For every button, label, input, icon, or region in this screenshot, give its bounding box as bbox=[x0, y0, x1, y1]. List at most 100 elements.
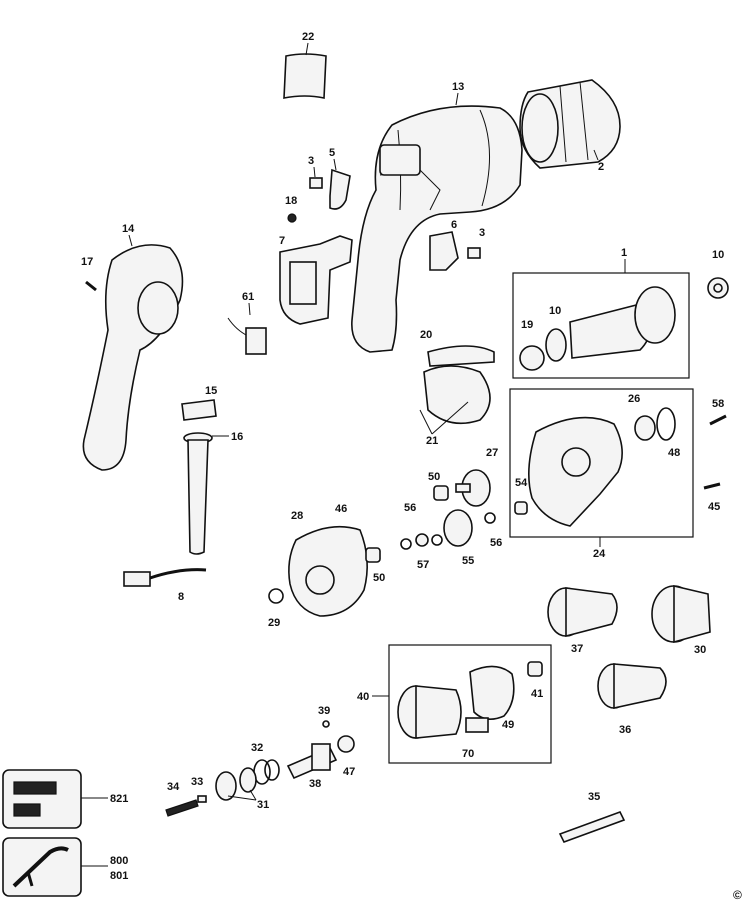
label-57: 57 bbox=[417, 559, 429, 571]
part-800-grease-tube bbox=[2, 837, 82, 897]
part-33-pin bbox=[197, 795, 207, 803]
label-22: 22 bbox=[302, 31, 314, 43]
label-27: 27 bbox=[486, 447, 498, 459]
part-45-screw bbox=[703, 482, 721, 490]
part-31-washers bbox=[215, 767, 257, 801]
part-6-brush-holder-right bbox=[429, 231, 459, 271]
part-36-nose-cone bbox=[597, 663, 667, 709]
label-10-inner: 10 bbox=[549, 305, 561, 317]
part-37-nose-cone bbox=[547, 587, 618, 638]
part-55-gear bbox=[443, 509, 473, 547]
label-8: 8 bbox=[178, 591, 184, 603]
label-47: 47 bbox=[343, 766, 355, 778]
label-19: 19 bbox=[521, 319, 533, 331]
label-30: 30 bbox=[694, 644, 706, 656]
part-22-label-sheet bbox=[283, 53, 327, 99]
label-36: 36 bbox=[619, 724, 631, 736]
label-50-top: 50 bbox=[428, 471, 440, 483]
part-48-ring bbox=[656, 407, 676, 441]
part-10-bearing bbox=[707, 277, 729, 299]
part-3-brush-right bbox=[467, 247, 481, 259]
label-10-outer: 10 bbox=[712, 249, 724, 261]
label-31: 31 bbox=[257, 799, 269, 811]
part-32-rings bbox=[253, 759, 280, 785]
part-41-bearing bbox=[527, 661, 543, 677]
part-56-washers bbox=[400, 512, 496, 550]
label-35: 35 bbox=[588, 791, 600, 803]
label-26: 26 bbox=[628, 393, 640, 405]
part-50-bearing-bottom bbox=[365, 547, 381, 563]
label-28: 28 bbox=[291, 510, 303, 522]
part-28-gear-case bbox=[288, 525, 368, 617]
group-1-box bbox=[512, 272, 690, 379]
label-46: 46 bbox=[335, 503, 347, 515]
label-50-bottom: 50 bbox=[373, 572, 385, 584]
label-20: 20 bbox=[420, 329, 432, 341]
part-47-nut bbox=[337, 735, 355, 753]
label-21: 21 bbox=[426, 435, 438, 447]
group-40-box bbox=[388, 644, 552, 764]
label-54: 54 bbox=[515, 477, 528, 489]
group-24-box bbox=[509, 388, 694, 538]
label-13: 13 bbox=[452, 81, 464, 93]
part-40-clutch bbox=[397, 665, 515, 739]
part-58-screw bbox=[709, 414, 727, 426]
part-2-rear-cap bbox=[519, 79, 621, 169]
label-18: 18 bbox=[285, 195, 297, 207]
part-39-ball bbox=[322, 720, 330, 728]
label-34: 34 bbox=[167, 781, 180, 793]
label-45: 45 bbox=[708, 501, 720, 513]
part-17-screw bbox=[85, 280, 97, 292]
part-50-bearing-top bbox=[433, 485, 449, 501]
part-16-depth-rod bbox=[183, 432, 213, 555]
label-33: 33 bbox=[191, 776, 203, 788]
part-61-connector bbox=[227, 317, 267, 355]
label-56-right: 56 bbox=[490, 537, 502, 549]
label-7: 7 bbox=[279, 235, 285, 247]
part-38-spindle bbox=[286, 743, 338, 780]
label-49: 49 bbox=[502, 719, 514, 731]
part-20-baffle bbox=[423, 345, 495, 425]
label-14: 14 bbox=[122, 223, 135, 235]
part-14-side-handle bbox=[82, 244, 184, 471]
part-57-bearing bbox=[415, 533, 429, 547]
label-29: 29 bbox=[268, 617, 280, 629]
part-27-gear bbox=[455, 469, 491, 507]
label-1: 1 bbox=[621, 247, 627, 259]
part-13-housing bbox=[351, 105, 523, 353]
label-40: 40 bbox=[357, 691, 369, 703]
label-17: 17 bbox=[81, 256, 93, 268]
label-821: 821 bbox=[110, 793, 128, 805]
label-70: 70 bbox=[462, 748, 474, 760]
label-2: 2 bbox=[598, 161, 604, 173]
label-41: 41 bbox=[531, 688, 543, 700]
label-6: 6 bbox=[451, 219, 457, 231]
label-55: 55 bbox=[462, 555, 474, 567]
label-3-left: 3 bbox=[308, 155, 314, 167]
label-32: 32 bbox=[251, 742, 263, 754]
label-38: 38 bbox=[309, 778, 321, 790]
part-35-bit bbox=[558, 811, 626, 843]
part-821-label-plate bbox=[2, 769, 82, 829]
part-8-cord bbox=[123, 568, 207, 587]
label-3-right: 3 bbox=[479, 227, 485, 239]
label-39: 39 bbox=[318, 705, 330, 717]
label-16: 16 bbox=[231, 431, 243, 443]
label-56-left: 56 bbox=[404, 502, 416, 514]
part-54-bearing bbox=[514, 501, 528, 515]
label-61: 61 bbox=[242, 291, 254, 303]
part-1-armature bbox=[519, 286, 676, 371]
part-7-switch bbox=[279, 235, 353, 325]
part-24-gear-housing bbox=[528, 416, 623, 527]
part-34-spring bbox=[165, 799, 199, 817]
part-29-washer bbox=[268, 588, 284, 604]
part-26-bearing bbox=[634, 415, 656, 441]
label-24: 24 bbox=[593, 548, 606, 560]
part-5-brush-holder bbox=[329, 168, 351, 210]
part-15-clamp bbox=[181, 399, 217, 421]
label-800: 800 bbox=[110, 855, 128, 867]
part-30-collar bbox=[651, 584, 711, 644]
label-48: 48 bbox=[668, 447, 680, 459]
copyright-mark: © bbox=[733, 888, 742, 902]
